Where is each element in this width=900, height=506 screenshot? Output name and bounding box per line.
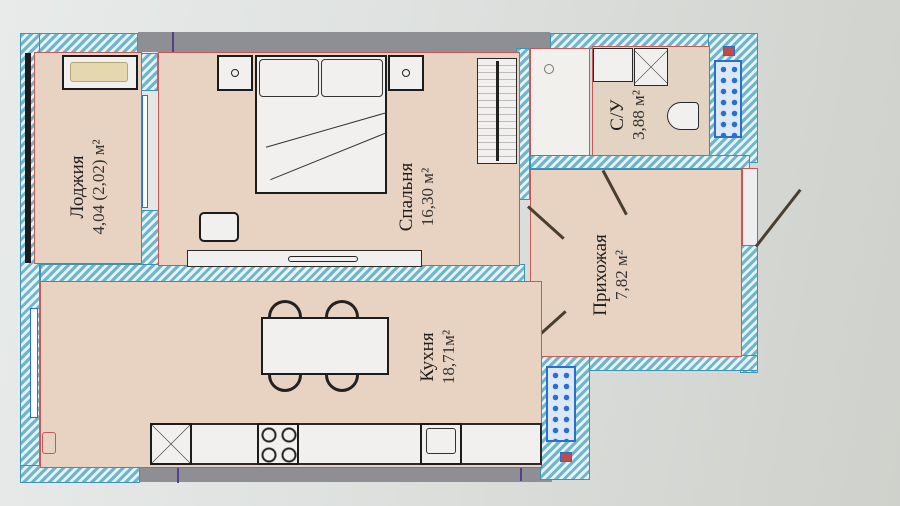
loggia-door[interactable] [142, 95, 148, 208]
dining-table-icon [261, 317, 389, 375]
kitchen-counter [150, 423, 542, 465]
room-area-loggia: 4,04 (2,02) м² [89, 139, 108, 235]
room-area-bathroom: 3,88 м² [629, 90, 648, 140]
shower-head-icon [544, 64, 554, 74]
radiator-kitchen-icon [42, 432, 56, 454]
room-name-kitchen: Кухня [417, 332, 438, 382]
label-bedroom: Спальня 16,30 м² [396, 142, 442, 252]
loggia-glazing [25, 53, 31, 263]
wall-bath-bottom [530, 155, 750, 169]
room-name-bathroom: С/У [607, 99, 628, 131]
label-bathroom: С/У 3,88 м² [607, 75, 653, 155]
air-conditioner-icon [62, 55, 138, 90]
room-area-kitchen: 18,71м² [439, 329, 458, 385]
room-hallway [530, 169, 742, 357]
nightstand-left-icon [217, 55, 253, 91]
label-kitchen: Кухня 18,71м² [417, 307, 463, 407]
window-mark-bottom [177, 467, 179, 483]
sink-icon [420, 423, 462, 465]
window-mark-bottom-right [520, 467, 522, 481]
entrance-frame [742, 168, 758, 246]
window-mark-top [172, 32, 174, 52]
washing-machine-icon [593, 48, 633, 82]
room-bathroom-shower [530, 48, 590, 156]
room-name-bedroom: Спальня [396, 162, 417, 232]
stove-icon [257, 423, 299, 465]
exterior-wall-bottom [140, 467, 552, 482]
wall-right-hall [740, 245, 758, 373]
room-name-loggia: Лоджия [67, 155, 88, 219]
kitchen-window[interactable] [30, 308, 38, 418]
room-area-hallway: 7,82 м² [612, 250, 631, 300]
radiator-hallway-icon [546, 366, 576, 442]
armchair-icon [199, 212, 239, 242]
toilet-icon [667, 102, 699, 130]
radiator-bathroom-icon [714, 60, 742, 138]
fridge-icon [150, 423, 192, 465]
socket-bathroom-icon [723, 46, 735, 56]
label-hallway: Прихожая 7,82 м² [590, 215, 636, 335]
label-loggia: Лоджия 4,04 (2,02) м² [67, 137, 113, 237]
room-area-bedroom: 16,30 м² [418, 167, 437, 227]
room-name-hallway: Прихожая [590, 234, 611, 316]
nightstand-right-icon [388, 55, 424, 91]
exterior-wall-top [138, 32, 550, 52]
double-bed-icon [255, 55, 388, 194]
tv-console-icon [187, 250, 422, 267]
socket-hallway-icon [560, 452, 572, 462]
entrance-door[interactable] [754, 188, 802, 248]
wardrobe-icon [477, 58, 517, 164]
bathtub-icon [634, 48, 668, 86]
